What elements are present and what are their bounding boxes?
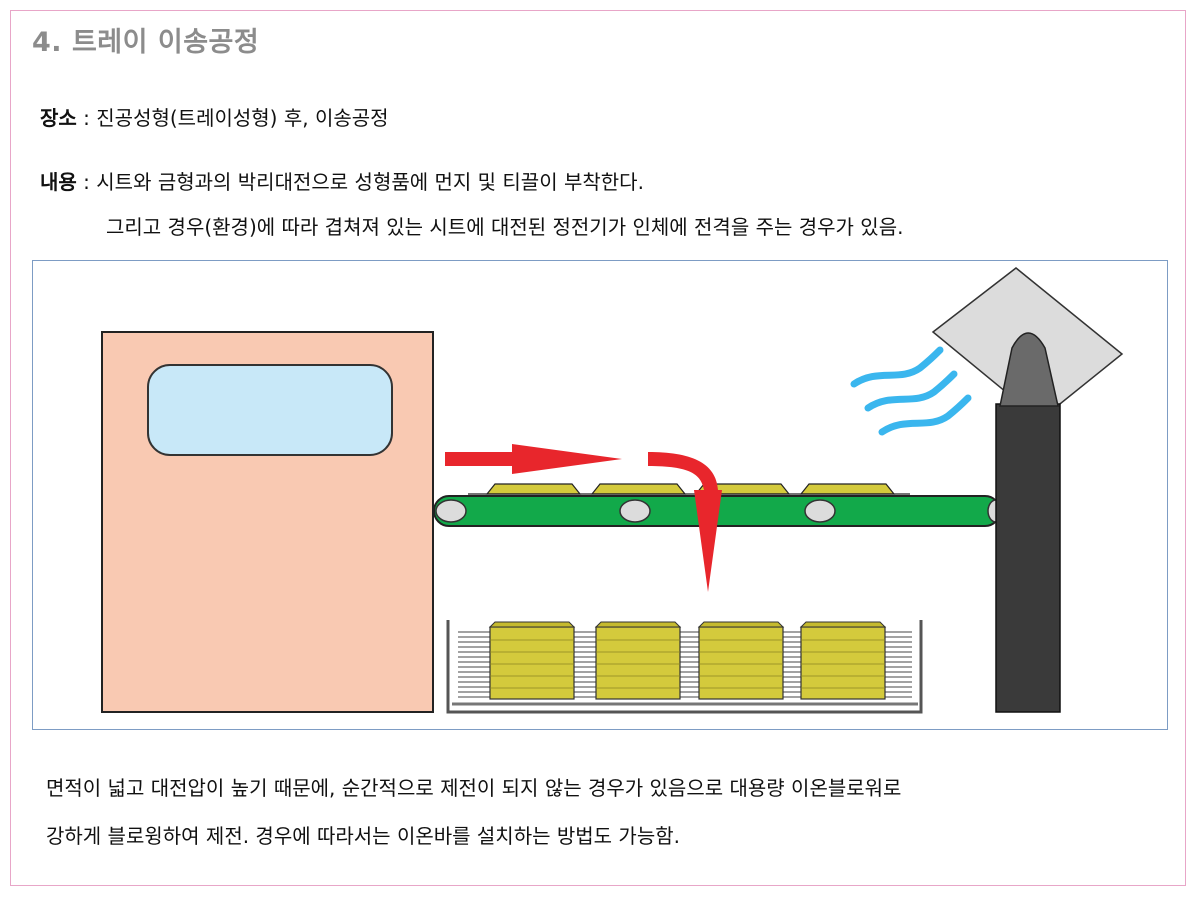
air-wave-icon bbox=[850, 346, 972, 436]
drop-arrow bbox=[648, 452, 722, 592]
content-separator: : bbox=[76, 170, 97, 194]
blower-head bbox=[999, 332, 1059, 407]
conveyor-roller bbox=[435, 499, 467, 523]
content-line-1: 내용 : 시트와 금형과의 박리대전으로 성형품에 먼지 및 티끌이 부착한다. bbox=[40, 166, 644, 195]
place-text: 진공성형(트레이성형) 후, 이송공정 bbox=[96, 106, 389, 130]
ion-blower bbox=[931, 267, 1124, 713]
footer-text-2: 강하게 블로윙하여 제전. 경우에 따라서는 이온바를 설치하는 방법도 가능함… bbox=[46, 824, 680, 848]
tray-stack bbox=[488, 621, 576, 700]
content-label: 내용 bbox=[40, 170, 77, 194]
stacked-trays bbox=[488, 621, 887, 700]
content-text-1: 시트와 금형과의 박리대전으로 성형품에 먼지 및 티끌이 부착한다. bbox=[96, 170, 644, 194]
tray-stack bbox=[594, 621, 682, 700]
machine-window bbox=[147, 364, 393, 456]
conveyor-roller bbox=[804, 499, 836, 523]
conveyor-roller bbox=[619, 499, 651, 523]
place-label: 장소 bbox=[40, 106, 77, 130]
content-line-2: 그리고 경우(환경)에 따라 겹쳐져 있는 시트에 대전된 정전기가 인체에 전… bbox=[106, 211, 903, 240]
blower-post bbox=[995, 403, 1061, 713]
tray-on-conveyor bbox=[590, 483, 687, 495]
footer-line-2: 강하게 블로윙하여 제전. 경우에 따라서는 이온바를 설치하는 방법도 가능함… bbox=[46, 820, 680, 849]
tray-stack bbox=[799, 621, 887, 700]
place-line: 장소 : 진공성형(트레이성형) 후, 이송공정 bbox=[40, 102, 389, 131]
diagram-box bbox=[32, 260, 1168, 730]
page-frame bbox=[10, 10, 1186, 886]
footer-text-1: 면적이 넓고 대전압이 높기 때문에, 순간적으로 제전이 되지 않는 경우가 … bbox=[46, 776, 902, 800]
tray-on-conveyor bbox=[485, 483, 582, 495]
tray-on-conveyor bbox=[799, 483, 896, 495]
content-text-2: 그리고 경우(환경)에 따라 겹쳐져 있는 시트에 대전된 정전기가 인체에 전… bbox=[106, 215, 904, 239]
place-separator: : bbox=[76, 106, 97, 130]
conveyor-trays bbox=[468, 483, 910, 495]
page-title: 4. 트레이 이송공정 bbox=[32, 27, 260, 58]
transport-arrow bbox=[445, 444, 622, 474]
tray-stack bbox=[697, 621, 785, 700]
footer-line-1: 면적이 넓고 대전압이 높기 때문에, 순간적으로 제전이 되지 않는 경우가 … bbox=[46, 772, 901, 801]
